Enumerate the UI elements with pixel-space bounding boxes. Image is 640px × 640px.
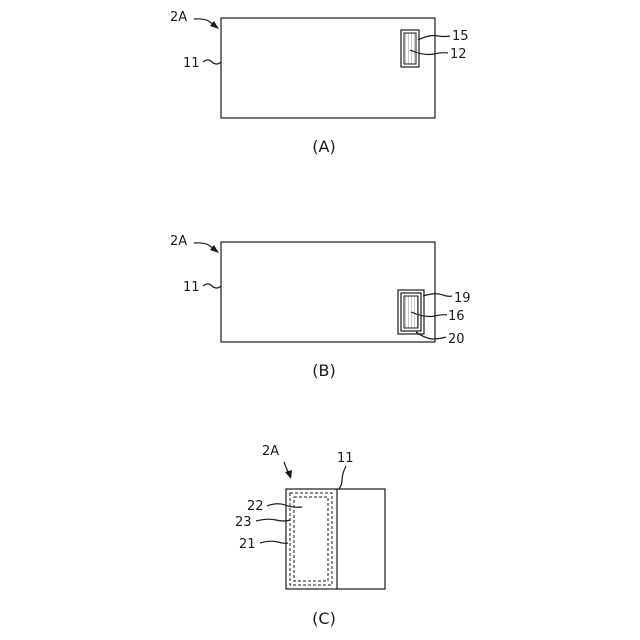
label-15-a: 15 bbox=[452, 29, 469, 44]
leader-11-b bbox=[203, 284, 221, 288]
leader-20-b bbox=[416, 332, 446, 339]
leader-15-a bbox=[418, 36, 450, 41]
arrowhead-2a-c bbox=[285, 470, 292, 479]
body-rect-c bbox=[286, 489, 385, 589]
arrowhead-2a-b bbox=[210, 245, 219, 253]
label-21-c: 21 bbox=[239, 537, 256, 552]
caption-c: (C) bbox=[312, 609, 336, 628]
figure-c: 2A 11 22 23 21 (C) bbox=[235, 444, 385, 628]
label-20-b: 20 bbox=[448, 332, 465, 347]
leader-23-c bbox=[256, 519, 290, 521]
caption-b: (B) bbox=[312, 361, 335, 380]
label-2a-c: 2A bbox=[262, 444, 279, 459]
label-2a-a: 2A bbox=[170, 10, 187, 25]
arrowhead-2a-a bbox=[210, 21, 219, 29]
leader-11-a bbox=[203, 60, 221, 64]
label-22-c: 22 bbox=[247, 499, 264, 514]
leader-11-c bbox=[339, 466, 346, 489]
label-23-c: 23 bbox=[235, 515, 252, 530]
figure-b: 2A 11 19 16 20 (B) bbox=[170, 234, 471, 380]
label-11-a: 11 bbox=[183, 56, 200, 71]
label-11-b: 11 bbox=[183, 280, 200, 295]
label-11-c: 11 bbox=[337, 451, 354, 466]
dashed-outline-inner-c bbox=[294, 497, 328, 581]
leader-22-c bbox=[267, 504, 302, 508]
caption-a: (A) bbox=[312, 137, 335, 156]
leader-21-c bbox=[260, 541, 288, 543]
figure-a: 2A 11 15 12 (A) bbox=[170, 10, 469, 156]
label-19-b: 19 bbox=[454, 291, 471, 306]
label-2a-b: 2A bbox=[170, 234, 187, 249]
leader-19-b bbox=[423, 294, 452, 297]
label-16-b: 16 bbox=[448, 309, 465, 324]
body-rect-a bbox=[221, 18, 435, 118]
body-rect-b bbox=[221, 242, 435, 342]
label-12-a: 12 bbox=[450, 47, 467, 62]
inner-element-a bbox=[404, 33, 416, 64]
